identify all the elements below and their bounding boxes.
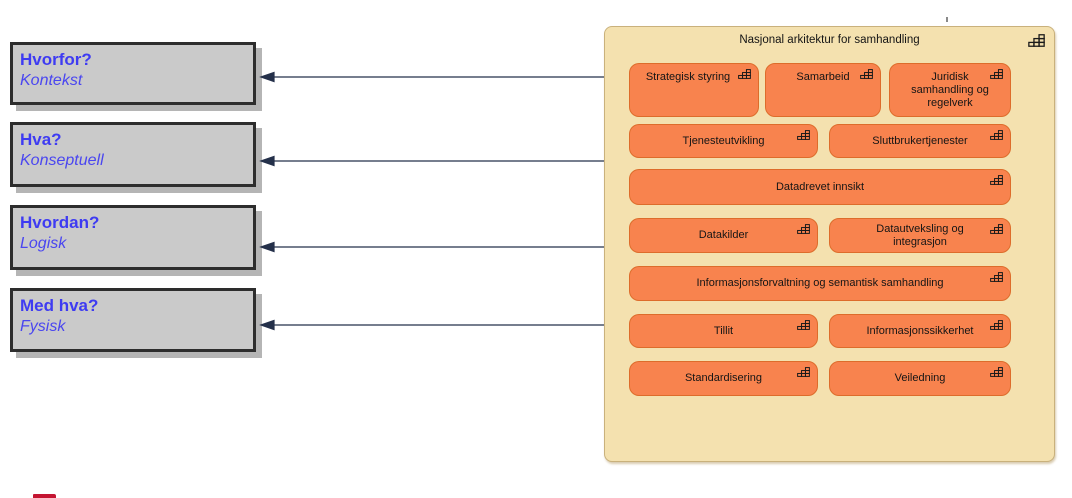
cropped-red-letter xyxy=(33,494,56,498)
question-level-label: Logisk xyxy=(20,235,67,253)
capability-box: Strategisk styring xyxy=(629,63,759,117)
question-label: Med hva? xyxy=(20,296,99,315)
capability-box: Standardisering xyxy=(629,361,818,396)
question-level-label: Kontekst xyxy=(20,72,83,90)
capability-box: Informasjonssikkerhet xyxy=(829,314,1011,348)
capability-label: Juridisk samhandling og regelverk xyxy=(911,71,989,109)
capability-box: Juridisk samhandling og regelverk xyxy=(889,63,1011,117)
capability-box: Veiledning xyxy=(829,361,1011,396)
capability-grid-icon xyxy=(990,69,1003,79)
capability-box: Samarbeid xyxy=(765,63,881,117)
capability-grid-icon xyxy=(990,272,1003,282)
capability-label: Standardisering xyxy=(684,372,763,384)
group-title: Nasjonal arkitektur for samhandling xyxy=(739,34,920,46)
capability-box: Datautveksling og integrasjon xyxy=(829,218,1011,253)
capability-box: Datakilder xyxy=(629,218,818,253)
capability-grid-icon xyxy=(1028,34,1045,47)
question-box-fysisk: Med hva? Fysisk xyxy=(10,288,256,352)
capability-label: Datautveksling og integrasjon xyxy=(876,222,964,248)
question-level-label: Fysisk xyxy=(20,318,66,336)
capability-grid-icon xyxy=(990,367,1003,377)
question-box-kontekst: Hvorfor? Kontekst xyxy=(10,42,256,105)
capability-grid-icon xyxy=(797,224,810,234)
capability-grid-icon xyxy=(990,320,1003,330)
capability-grid-icon xyxy=(738,69,751,79)
stray-tick-mark xyxy=(946,17,948,22)
capability-grid-icon xyxy=(990,130,1003,140)
group-nasjonal-arkitektur: Nasjonal arkitektur for samhandling Stra… xyxy=(604,26,1055,462)
capability-label: Informasjonssikkerhet xyxy=(866,324,974,337)
question-box-konseptuell: Hva? Konseptuell xyxy=(10,122,256,187)
capability-grid-icon xyxy=(797,367,810,377)
capability-label: Strategisk styring xyxy=(645,71,731,83)
question-label: Hvorfor? xyxy=(20,50,92,69)
capability-box: Tjenesteutvikling xyxy=(629,124,818,158)
question-label: Hvordan? xyxy=(20,213,100,232)
question-level-label: Konseptuell xyxy=(20,152,104,170)
capability-label: Veiledning xyxy=(894,372,946,384)
capability-label: Datakilder xyxy=(698,229,749,241)
capability-grid-icon xyxy=(797,130,810,140)
capability-label: Tillit xyxy=(713,324,734,337)
capability-label: Datadrevet innsikt xyxy=(775,180,865,193)
capability-box: Datadrevet innsikt xyxy=(629,169,1011,205)
capability-label: Samarbeid xyxy=(796,71,850,83)
capability-label: Sluttbrukertjenester xyxy=(872,134,968,147)
capability-box: Sluttbrukertjenester xyxy=(829,124,1011,158)
capability-grid-icon xyxy=(990,175,1003,185)
capability-label: Informasjonsforvaltning og semantisk sam… xyxy=(696,277,944,289)
capability-box: Informasjonsforvaltning og semantisk sam… xyxy=(629,266,1011,301)
question-box-logisk: Hvordan? Logisk xyxy=(10,205,256,270)
capability-label: Tjenesteutvikling xyxy=(682,134,765,147)
capability-grid-icon xyxy=(797,320,810,330)
capability-grid-icon xyxy=(990,224,1003,234)
capability-box: Tillit xyxy=(629,314,818,348)
capability-grid-icon xyxy=(860,69,873,79)
question-label: Hva? xyxy=(20,130,62,149)
